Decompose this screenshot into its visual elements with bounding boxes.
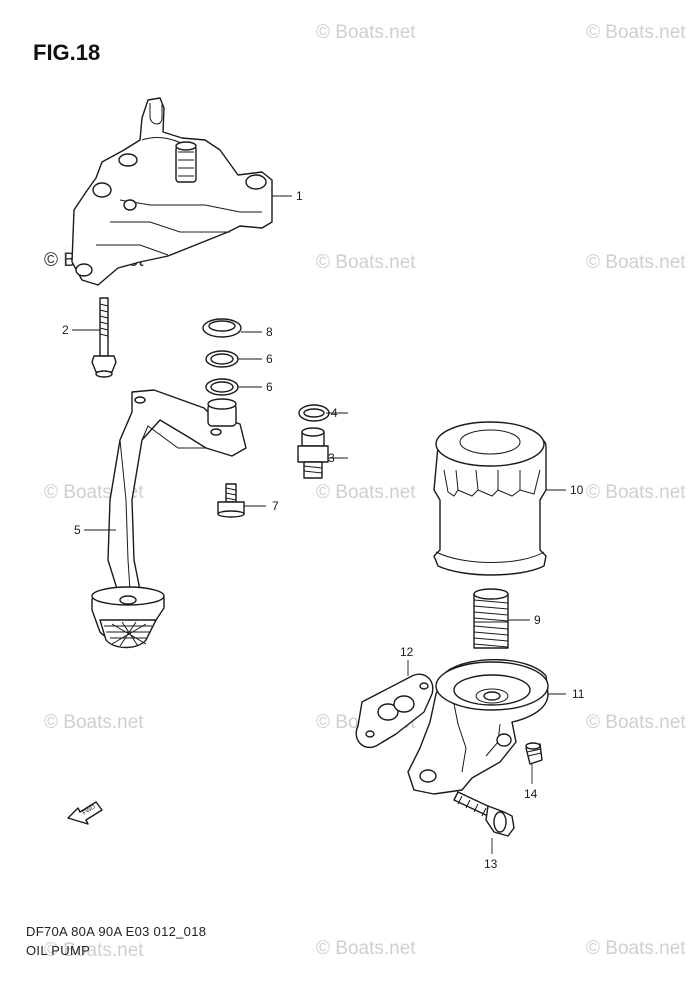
callout-part-4: 4	[331, 406, 338, 420]
filter-stud[interactable]	[473, 588, 530, 649]
callout-part-12: 12	[400, 645, 414, 659]
gasket-ring[interactable]	[298, 404, 348, 422]
watermark: © Boats.net	[316, 482, 416, 503]
stand-mounting-bolt[interactable]	[453, 791, 515, 854]
watermark: © Boats.net	[586, 252, 686, 273]
callout-part-10: 10	[570, 483, 584, 497]
oil-filter[interactable]	[433, 421, 566, 576]
watermark: © Boats.net	[44, 712, 144, 733]
callout-part-6-lower: 6	[266, 380, 273, 394]
watermark: © Boats.net	[316, 938, 416, 959]
callout-part-5: 5	[74, 523, 81, 537]
callout-part-7: 7	[272, 499, 279, 513]
callout-part-9: 9	[534, 613, 541, 627]
watermark: © Boats.net	[316, 22, 416, 43]
watermark: © Boats.net	[44, 940, 144, 961]
o-ring-lower[interactable]	[205, 378, 262, 396]
model-code: DF70A 80A 90A E03 012_018	[26, 924, 207, 939]
callout-part-2: 2	[62, 323, 69, 337]
oil-pump-body[interactable]	[71, 97, 292, 286]
fwd-direction-arrow: FWD	[67, 801, 103, 825]
oil-filter-stand[interactable]	[407, 658, 566, 795]
callout-part-11: 11	[572, 687, 585, 701]
callout-part-3: 3	[328, 451, 335, 465]
callout-part-8: 8	[266, 325, 273, 339]
watermark: © Boats.net	[316, 252, 416, 273]
strainer-bolt[interactable]	[217, 483, 266, 518]
oil-strainer[interactable]	[84, 389, 247, 649]
figure-title: FIG.18	[33, 40, 101, 65]
pump-mounting-bolt[interactable]	[72, 297, 117, 378]
section-name: OIL PUMP	[26, 943, 91, 958]
callout-part-1: 1	[296, 189, 303, 203]
callout-part-6: 6	[266, 352, 273, 366]
drain-plug[interactable]	[525, 742, 543, 784]
watermark: © Boats.net	[586, 712, 686, 733]
callout-part-14: 14	[524, 787, 538, 801]
watermark: © Boats.net	[586, 22, 686, 43]
filter-mount-gasket[interactable]	[355, 660, 434, 749]
watermark: © Boats.net	[586, 938, 686, 959]
callout-part-13: 13	[484, 857, 498, 871]
o-ring-upper[interactable]	[205, 350, 262, 368]
union-fitting[interactable]	[297, 427, 348, 479]
watermark: © Boats.net	[586, 482, 686, 503]
o-ring-large[interactable]	[202, 318, 262, 338]
